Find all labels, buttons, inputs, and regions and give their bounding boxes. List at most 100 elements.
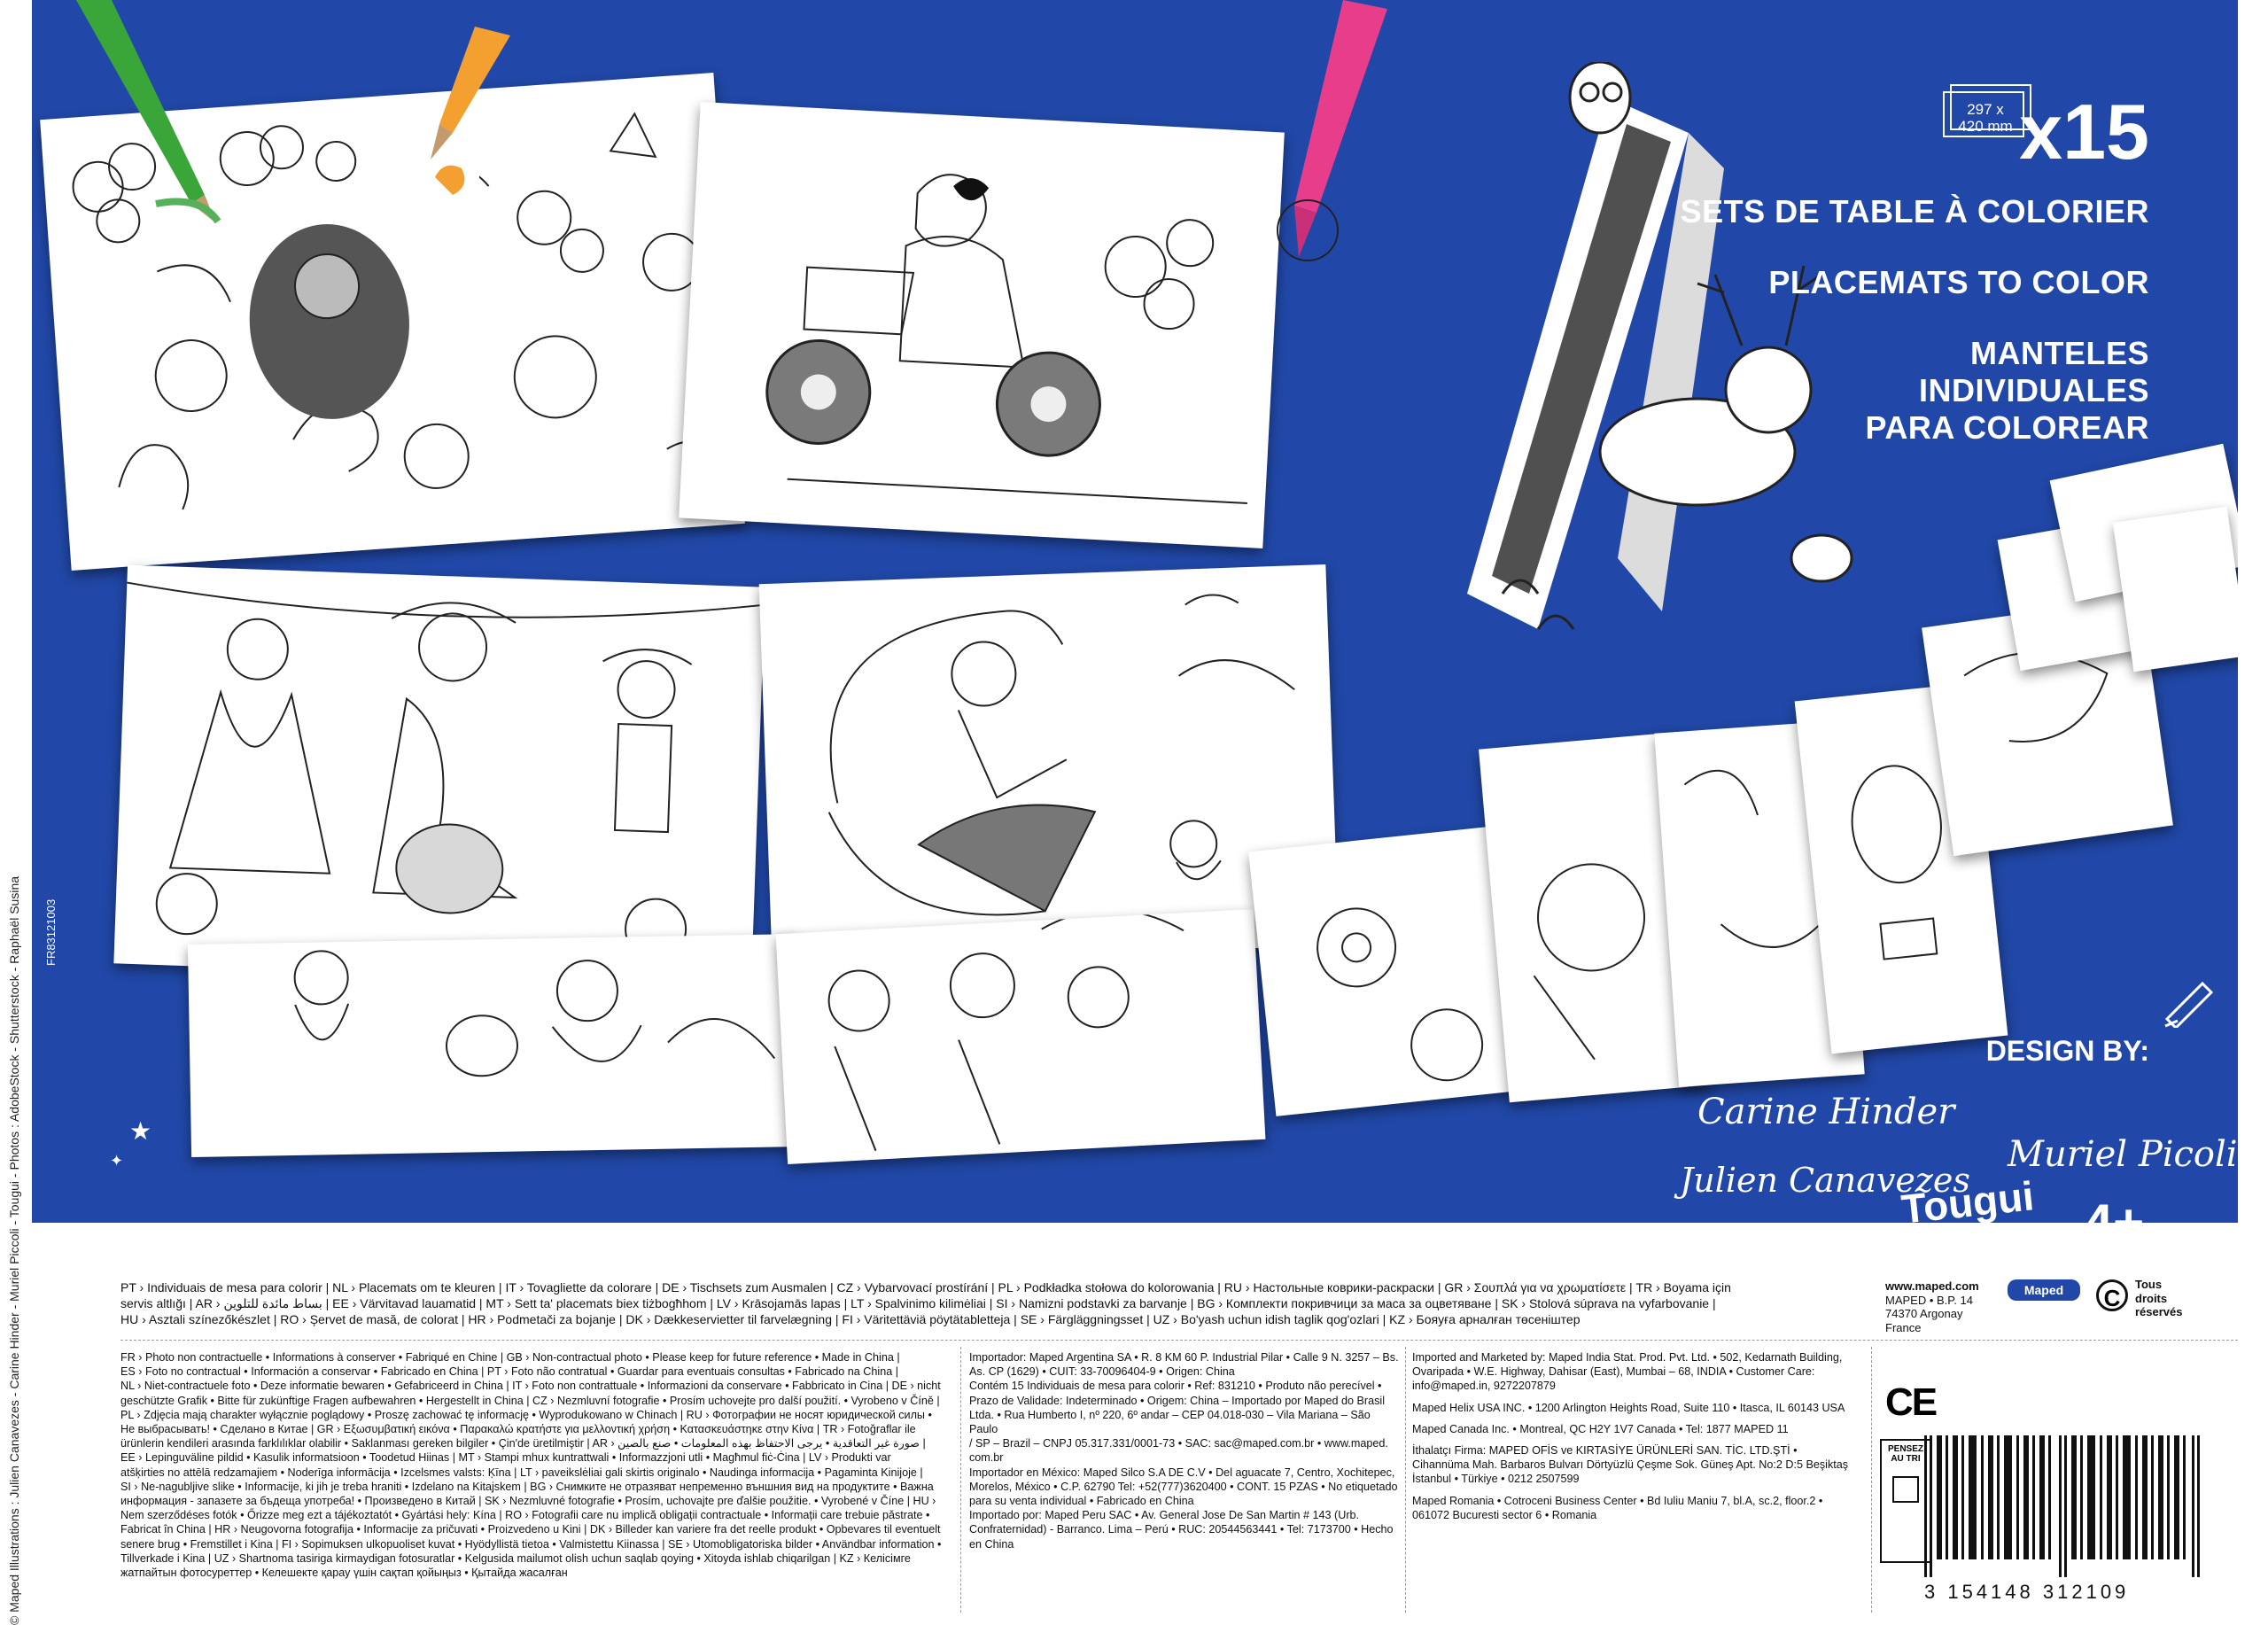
importer-line: Ovaripada • W.E. Highway, Dahisar (East)… — [1412, 1365, 1815, 1379]
warning-line: Не выбрасывать! • Сделано в Китае | GR ›… — [120, 1423, 916, 1436]
sheet-size-line-1: 297 x — [1967, 101, 2004, 118]
monster-eyes-illustration — [1317, 907, 1484, 1082]
jungle-dance-illustration — [293, 950, 776, 1077]
warning-line: geschützte Grafik • Bitte für zukünftige… — [120, 1394, 940, 1407]
ean-number: 3 154148 312109 — [1924, 1581, 2130, 1603]
cover-panel: 297 x 420 mm x15 SETS DE TABLE À COLORIE… — [32, 0, 2238, 1223]
importer-line: Importador: Maped Argentina SA • R. 8 KM… — [969, 1351, 1399, 1364]
warning-line: Fabricat în China | HR › Neugovorna foto… — [120, 1523, 941, 1536]
importer-line: Confraternidad) - Barranco. Lima – Perú … — [969, 1523, 1394, 1536]
rights-line: réservés — [2135, 1305, 2183, 1319]
importer-line: Prazo de Validade: Indeterminado • Orige… — [969, 1394, 1385, 1407]
importer-line: Ltda. • Rua Humberto I, nº 220, 6º andar… — [969, 1408, 1371, 1436]
title-fr: SETS DE TABLE À COLORIER — [1680, 193, 2149, 229]
importers-right: Imported and Marketed by: Maped India St… — [1412, 1350, 1868, 1522]
recycle-label-line: PENSEZ — [1887, 1444, 1923, 1454]
warning-line: NL › Niet-contractuele foto • Deze infor… — [120, 1380, 941, 1393]
title-es-line-2: INDIVIDUALES — [1918, 372, 2149, 408]
barcode — [1924, 1435, 2200, 1577]
multilingual-product-names: PT › Individuais de mesa para colorir | … — [120, 1279, 1946, 1327]
placemat-balloon — [1794, 682, 2008, 1054]
placemat-day-of-dead — [113, 564, 765, 986]
title-es-line-1: MANTELES — [1970, 335, 2149, 371]
panda-bike-illustration — [765, 174, 1247, 504]
recycle-bin-icon — [1892, 1476, 1919, 1503]
multilingual-line: servis altlığı | AR › بساط مائدة للتلوين… — [120, 1296, 1716, 1310]
sheet-count: x15 — [2019, 88, 2149, 175]
importer-line: Cihannüma Mah. Barbaros Bulvarı Dörtyüzl… — [1412, 1458, 1849, 1472]
warning-line: PL › Zdjęcia mają charakter wyłącznie po… — [120, 1408, 932, 1421]
placemat-small-3 — [2112, 506, 2238, 673]
dragon-illustration — [1963, 651, 2109, 743]
warning-line: ES › Foto no contractual • Información a… — [120, 1365, 898, 1379]
warning-line: atšķirties no attēlā redzamajiem • Noder… — [120, 1466, 923, 1479]
star-icon: ★ — [129, 1117, 152, 1145]
importer-line: info@maped.in, 9272207879 — [1412, 1380, 1556, 1393]
importer-line: İthalatçı Firma: MAPED OFİS ve KIRTASİYE… — [1412, 1444, 1798, 1458]
importer-line: / SP – Brazil – CNPJ 05.317.331/0001-73 … — [969, 1437, 1388, 1450]
maped-address-line: www.maped.com — [1885, 1279, 1979, 1293]
warning-line: информация - запазете за бъдеща употреба… — [120, 1495, 936, 1508]
copyright-icon: C — [2096, 1279, 2128, 1311]
warning-line: ürünlerin kendileri arasında farklılıkla… — [120, 1437, 926, 1450]
warning-line: FR › Photo non contractuelle • Informati… — [120, 1351, 900, 1364]
importer-line: para su venta individual • Fabricado en … — [969, 1495, 1194, 1508]
placemat-dragon — [1922, 596, 2173, 857]
rights-line: droits — [2135, 1291, 2168, 1305]
maped-address-line: France — [1885, 1320, 1922, 1334]
rights-reserved: Tous droits réservés — [2135, 1278, 2183, 1319]
maped-address: www.maped.com MAPED • B.P. 14 74370 Argo… — [1885, 1279, 2009, 1334]
importer-line: Contém 15 Individuais de mesa para color… — [969, 1380, 1382, 1393]
recycle-label-line: AU TRI — [1891, 1454, 1921, 1464]
importer-line: en China — [969, 1537, 1014, 1551]
pink-marker — [1277, 0, 1387, 261]
placemat-fairy — [1654, 720, 1865, 1087]
importer-line: Importado por: Maped Peru SAC • Av. Gene… — [969, 1509, 1360, 1522]
colored-pencils — [76, 0, 510, 224]
sheet-size-icon — [1943, 84, 2031, 137]
signature-carine-hinder: Carine Hinder — [1697, 1092, 1955, 1132]
divider — [1405, 1347, 1406, 1613]
divider — [960, 1347, 961, 1613]
maped-address-line: 74370 Argonay — [1885, 1307, 1963, 1321]
placemat-monster-eyes — [1248, 824, 1541, 1116]
sheet-size-label: 297 x 420 mm — [1948, 101, 2023, 135]
fox-watermelon-illustration — [827, 594, 1295, 916]
maped-address-line: MAPED • B.P. 14 — [1885, 1293, 1973, 1307]
importer-line: 061072 Bucuresti sector 6 • Romania — [1412, 1508, 1597, 1521]
product-code: FR83121003 — [44, 898, 58, 966]
divider — [1871, 1347, 1872, 1613]
pencil-icon — [2164, 981, 2214, 1028]
importer-line: com.br — [969, 1451, 1004, 1465]
importers-left: Importador: Maped Argentina SA • R. 8 KM… — [969, 1350, 1402, 1551]
importer-line: Maped Canada Inc. • Montreal, QC H2Y 1V7… — [1412, 1422, 1789, 1435]
fairy-illustration — [1683, 769, 1828, 948]
importer-line: Importador en México: Maped Silco S.A DE… — [969, 1466, 1395, 1479]
importer-line: Maped Helix USA INC. • 1200 Arlington He… — [1412, 1401, 1845, 1414]
multilingual-line: HU › Asztali színezőkészlet | RO › Șerve… — [120, 1312, 1581, 1326]
importer-line: As. CP (1629) • CUIT: 33-70096404-9 • Or… — [969, 1365, 1235, 1379]
rights-line: Tous — [2135, 1278, 2163, 1291]
ce-mark: CE — [1885, 1380, 1938, 1424]
credits-vertical: © Maped Illustrations : Julien Canavezes… — [7, 875, 21, 1625]
legal-panel: PT › Individuais de mesa para colorir | … — [32, 1223, 2238, 1625]
music-monsters-illustration — [1533, 863, 1646, 1061]
warning-line: Nem szerződéses fotók • Őrizze meg ezt a… — [120, 1509, 930, 1522]
star-icon: ✦ — [110, 1152, 124, 1170]
importer-line: Imported and Marketed by: Maped India St… — [1412, 1351, 1843, 1364]
warning-line: Tillverkade i Kina | UZ › Shartnoma tasi… — [120, 1551, 911, 1565]
placemat-carnival — [775, 909, 1266, 1164]
placemat-jungle-dance — [187, 933, 804, 1158]
maped-logo: Maped — [2008, 1279, 2080, 1301]
warning-line: жатпайтын фотосуреттер • Келешекте қарау… — [120, 1567, 568, 1580]
carnival-illustration — [827, 909, 1184, 1152]
signature-muriel-picoli: Muriel Picoli — [2008, 1134, 2238, 1175]
multilingual-line: PT › Individuais de mesa para colorir | … — [120, 1280, 1731, 1295]
placemat-panda-bike — [679, 102, 1285, 548]
divider — [120, 1340, 2238, 1341]
warning-line: EE › Lepinguväline pildid • Kasulik info… — [120, 1451, 891, 1465]
importer-line: Morelos, México • C.P. 62790 Tel: +52(77… — [969, 1480, 1398, 1493]
sheet-size-line-2: 420 mm — [1958, 118, 2013, 135]
placemat-tent-illustration — [1467, 62, 1853, 630]
title-en: PLACEMATS TO COLOR — [1768, 264, 2149, 300]
